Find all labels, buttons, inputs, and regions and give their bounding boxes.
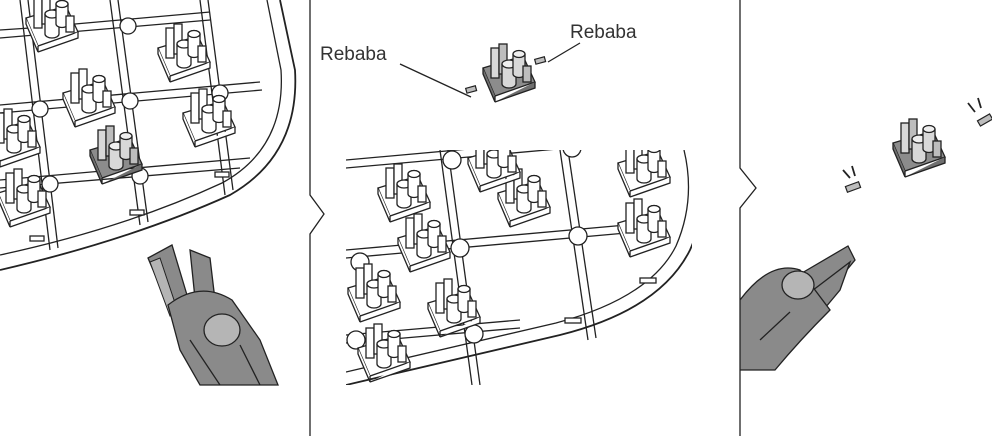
panel-divider-2 — [739, 0, 757, 436]
detached-part-middle — [464, 43, 547, 103]
finished-part-right — [892, 118, 946, 178]
sprue-frame-middle — [346, 150, 692, 385]
burr-label-right-text: Rebaba — [570, 22, 637, 43]
panel-divider-1 — [309, 0, 325, 436]
burr-label-left: Rebaba — [320, 44, 472, 98]
burr-fragment-right — [967, 97, 992, 127]
burr-label-left-text: Rebaba — [320, 44, 387, 65]
side-cutter-tool-left — [147, 244, 279, 386]
sprue-frame-left — [0, 0, 297, 271]
side-cutter-tool-right — [740, 245, 856, 371]
burr-label-right: Rebaba — [547, 22, 637, 63]
burr-fragment-left — [842, 165, 862, 193]
